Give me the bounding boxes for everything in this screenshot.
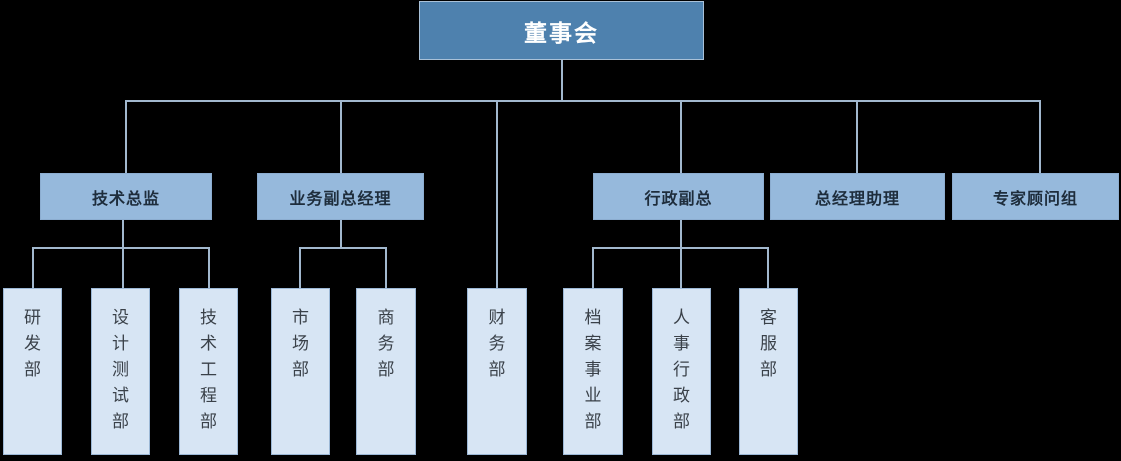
- org-box-customer-service-dept-label: 客服部: [760, 308, 777, 379]
- connector-drop-admin: [680, 100, 682, 173]
- connector-root-drop: [561, 60, 563, 101]
- connector-business-drop-2: [385, 247, 387, 288]
- connector-tech-drop-1: [32, 247, 34, 288]
- org-box-tech-director: 技术总监: [40, 173, 212, 220]
- org-box-archives-dept-label: 档案事业部: [584, 308, 602, 431]
- org-box-rd-dept: 研发部: [3, 288, 62, 455]
- org-box-business-deputy-gm: 业务副总经理: [257, 173, 424, 220]
- org-box-tech-director-label: 技术总监: [91, 190, 160, 208]
- org-box-tech-engineering-dept: 技术工程部: [179, 288, 238, 455]
- org-box-tech-engineering-dept-label: 技术工程部: [200, 308, 217, 431]
- connector-tech-drop-3: [208, 247, 210, 288]
- org-box-hr-admin-dept-label: 人事行政部: [673, 308, 690, 431]
- org-box-marketing-dept-label: 市场部: [292, 308, 309, 379]
- connector-drop-tech: [125, 100, 127, 173]
- org-box-customer-service-dept: 客服部: [739, 288, 798, 455]
- org-box-expert-advisory-group-label: 专家顾问组: [992, 190, 1078, 208]
- connector-drop-advisory: [1039, 100, 1041, 173]
- connector-business-stem: [340, 220, 342, 248]
- org-box-marketing-dept: 市场部: [271, 288, 330, 455]
- org-box-expert-advisory-group: 专家顾问组: [952, 173, 1119, 220]
- org-box-admin-deputy-gm: 行政副总: [593, 173, 764, 220]
- org-box-finance-dept: 财务部: [467, 288, 527, 455]
- connector-admin-drop-3: [767, 247, 769, 288]
- org-box-commerce-dept: 商务部: [356, 288, 416, 455]
- connector-business-drop-1: [299, 247, 301, 288]
- connector-business-rail: [299, 247, 387, 249]
- org-box-gm-assistant: 总经理助理: [770, 173, 945, 220]
- org-box-admin-deputy-gm-label: 行政副总: [644, 190, 713, 208]
- org-box-commerce-dept-label: 商务部: [377, 308, 395, 379]
- connector-admin-drop-1: [592, 247, 594, 288]
- connector-admin-rail: [592, 247, 769, 249]
- org-box-archives-dept: 档案事业部: [563, 288, 623, 455]
- connector-admin-stem: [680, 220, 682, 288]
- org-box-board: 董事会: [419, 1, 704, 60]
- org-box-business-deputy-gm-label: 业务副总经理: [289, 190, 392, 208]
- connector-drop-assistant: [856, 100, 858, 173]
- org-box-finance-dept-label: 财务部: [488, 308, 506, 379]
- org-box-rd-dept-label: 研发部: [24, 308, 41, 379]
- org-box-board-label: 董事会: [524, 19, 599, 46]
- connector-tech-stem: [122, 220, 124, 288]
- connector-tech-rail: [32, 247, 210, 249]
- org-box-design-test-dept-label: 设计测试部: [112, 308, 129, 431]
- connector-drop-business: [340, 100, 342, 173]
- org-box-gm-assistant-label: 总经理助理: [814, 190, 900, 208]
- connector-main-rail: [125, 100, 1041, 102]
- org-box-hr-admin-dept: 人事行政部: [652, 288, 711, 455]
- org-box-design-test-dept: 设计测试部: [91, 288, 150, 455]
- connector-drop-finance: [496, 100, 498, 288]
